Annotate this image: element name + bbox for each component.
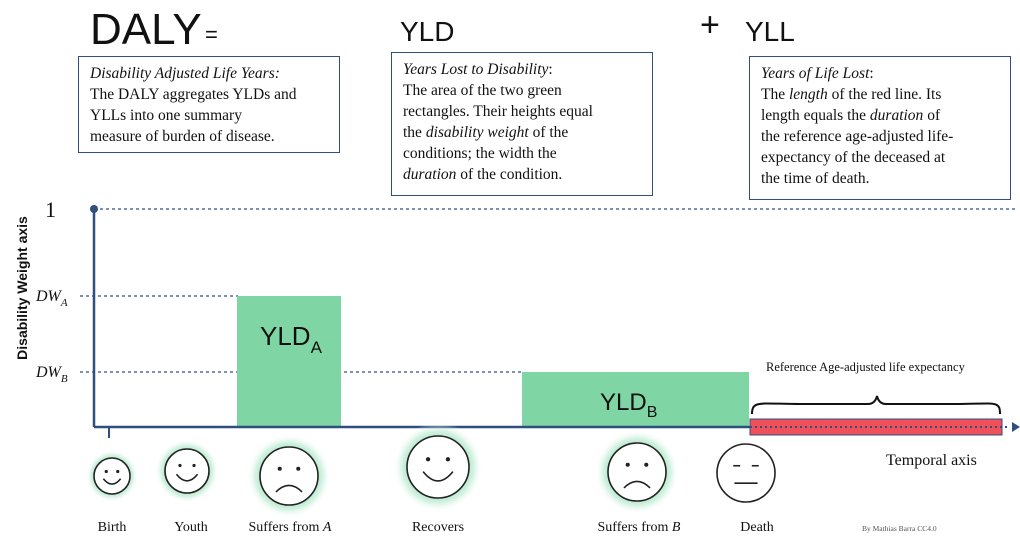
daly-definition-line: measure of burden of disease. [90,128,275,145]
face-eye [116,469,120,474]
yld-definition-line: the disability weight of the [403,122,641,143]
face-eye [104,469,108,474]
reference-brace [751,395,1001,415]
face-smile-icon [155,439,219,503]
face-label-text: Suffers from [248,520,323,535]
face-sad-icon [246,433,332,519]
yll-definition-line: length equals the duration of [761,105,999,126]
face-eye [445,457,451,462]
face-label-suffers-b: Suffers from B [579,520,699,536]
yld-b-label: YLDB [600,389,657,421]
face-dead-icon [716,443,776,503]
face-label-recovers: Recovers [378,520,498,536]
equals-sign: = [205,22,218,47]
daly-definition-line: YLLs into one summary [90,107,242,124]
face-eye [644,462,649,467]
yll-definition-line: The length of the red line. Its [761,84,999,105]
face-label-text: Suffers from [597,520,672,535]
yll-definition-box: Years of Life Lost: The length of the re… [749,56,1011,200]
face-outline [607,442,667,502]
yld-line-emphasis: duration [403,166,457,183]
face-outline [164,448,210,494]
face-mouth [422,471,454,482]
daly-definition-title: Disability Adjusted Life Years: [90,65,280,82]
face-label-suffers-a: Suffers from A [230,520,350,536]
face-mouth [102,478,122,485]
faces-row [85,422,776,519]
face-mouth [275,484,303,493]
yld-line-text: of the [528,124,569,141]
tick-dwb: DWB [35,364,68,385]
face-eye [625,462,630,467]
yld-definition-line: conditions; the width the [403,145,557,162]
face-outline [716,443,776,503]
face-eye [178,463,182,468]
yld-a-label: YLDA [260,321,323,357]
tick-one: 1 [45,197,56,222]
x-axis-label: Temporal axis [886,452,977,469]
face-sad-icon [594,429,680,515]
yll-definition-title-row: Years of Life Lost: [761,63,999,84]
face-smile-icon [393,422,483,512]
yld-line-text: of the condition. [456,166,563,183]
yld-term: YLD [400,16,455,47]
yld-definition-title-row: Years Lost to Disability: [403,59,641,80]
yll-line-emphasis: length [788,86,828,103]
face-label-text: Birth [97,520,127,535]
yll-definition-line: expectancy of the deceased at [761,149,946,166]
tick-dwa: DWA [35,288,68,309]
yld-definition-line: rectangles. Their heights equal [403,103,593,120]
yld-definition-line: The area of the two green [403,82,562,99]
face-eye [277,466,282,471]
yld-title-colon: : [548,61,553,78]
yll-line-text: The [761,86,789,103]
face-mouth [623,480,651,489]
daly-definition-box: Disability Adjusted Life Years: The DALY… [78,56,340,153]
yld-line-text: the [403,124,426,141]
face-label-death: Death [697,520,817,536]
face-label-text: Recovers [411,520,465,535]
face-eye [296,466,301,471]
face-label-text: Death [740,520,774,535]
yll-line-text: length equals the [761,107,870,124]
yld-definition-box: Years Lost to Disability: The area of th… [391,52,653,196]
yll-line-text: of [923,107,941,124]
yll-term: YLL [745,16,795,47]
yld-b-bar [522,372,749,427]
daly-definition-line: The DALY aggregates YLDs and [90,86,297,103]
face-outline [259,446,319,506]
reference-life-expectancy-label: Reference Age-adjusted life expectancy [766,360,965,374]
face-outline [93,457,131,495]
face-eye [192,463,196,468]
daly-title: DALY [90,5,202,54]
yll-definition-line: the reference age-adjusted life- [761,128,954,145]
yll-definition-title: Years of Life Lost [761,65,870,82]
yll-line-text: of the red line. Its [827,86,942,103]
y-axis-dot [90,205,98,213]
face-eye [425,457,431,462]
face-smile-icon [85,449,139,503]
yll-definition-line: the time of death. [761,170,870,187]
yll-title-colon: : [869,65,874,82]
yld-line-emphasis: disability weight [425,124,529,141]
x-axis-arrow [1012,422,1020,432]
yld-a-bar [237,296,341,427]
face-outline [406,435,470,499]
plus-sign: + [700,6,720,44]
face-mouth [175,473,199,482]
yld-definition-title: Years Lost to Disability [403,61,549,78]
face-label-youth: Youth [131,520,251,536]
yll-line-emphasis: duration [869,107,924,124]
yld-definition-line: duration of the condition. [403,164,641,185]
face-label-emphasis: A [322,520,332,535]
face-label-text: Youth [174,520,208,535]
face-label-birth: Birth [52,520,172,536]
credit-text: By Mathias Barra CC4.0 [862,524,937,533]
face-label-emphasis: B [671,520,681,535]
